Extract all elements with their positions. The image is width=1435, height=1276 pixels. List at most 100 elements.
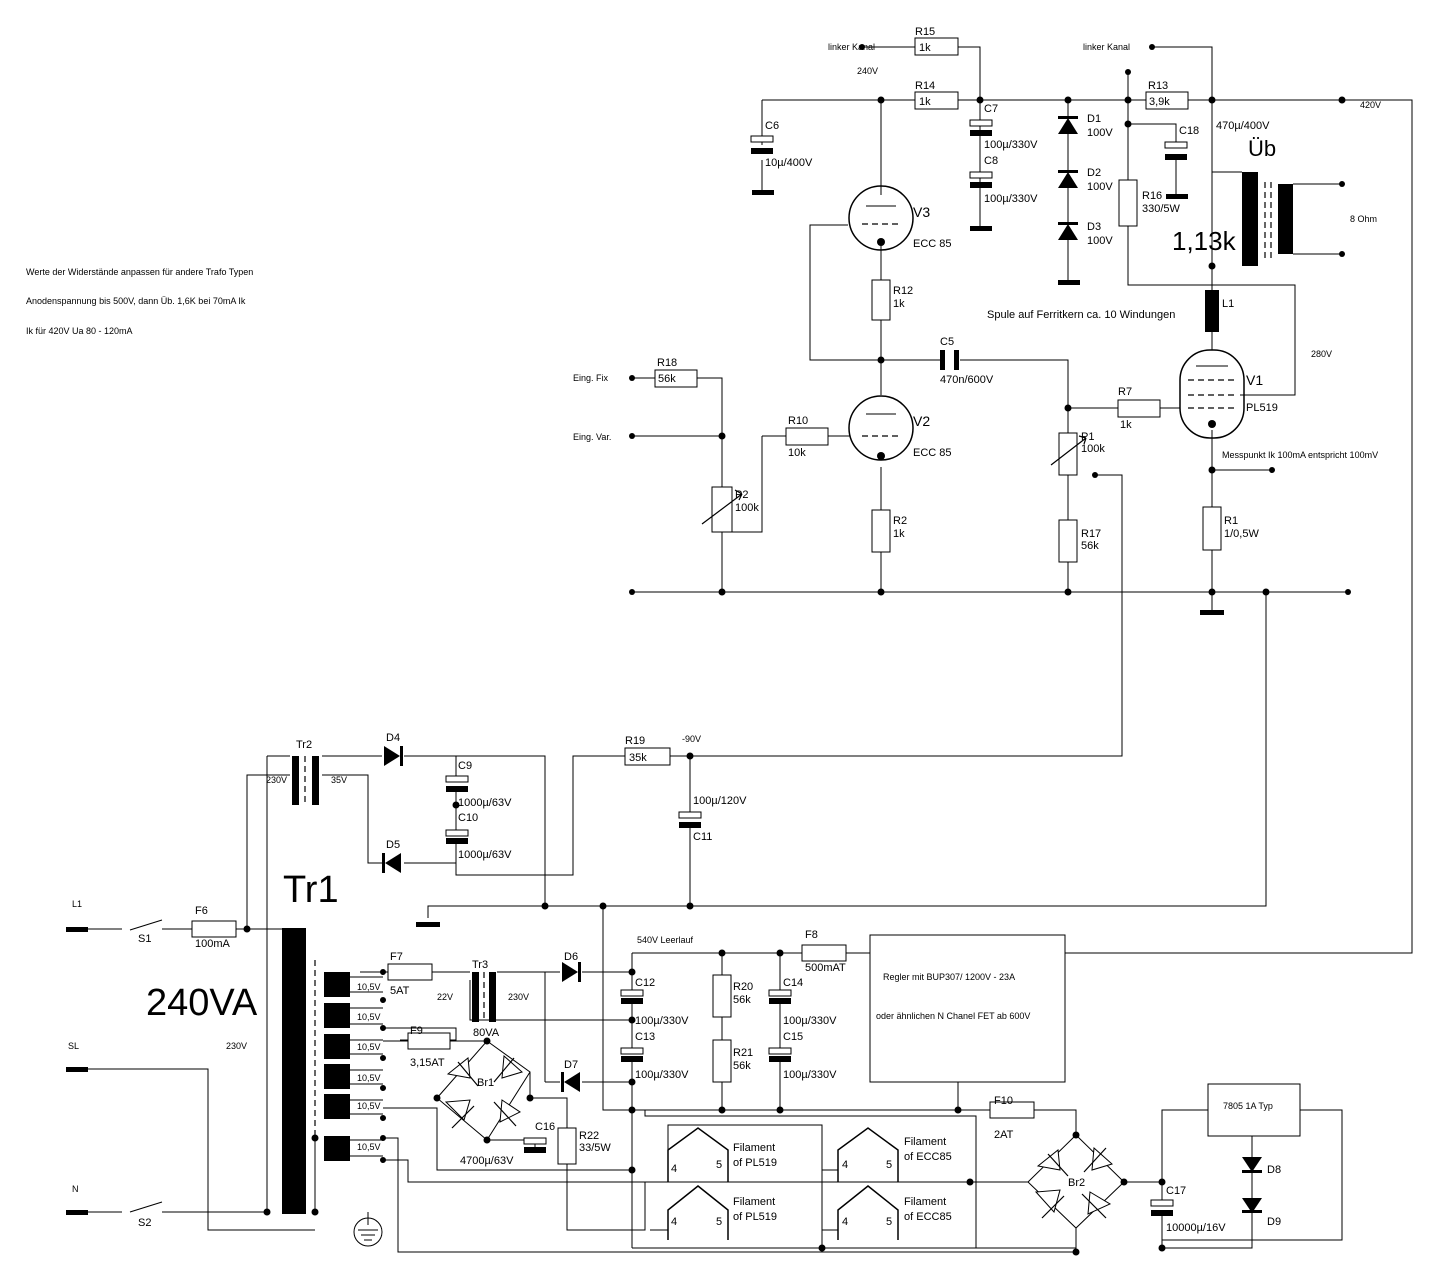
svg-text:V2: V2 bbox=[913, 413, 930, 429]
transformer-tr1 bbox=[282, 928, 383, 1214]
svg-text:56k: 56k bbox=[1081, 540, 1099, 552]
svg-text:10,5V: 10,5V bbox=[357, 1042, 381, 1052]
svg-text:C12: C12 bbox=[635, 977, 655, 989]
svg-text:C6: C6 bbox=[765, 120, 779, 132]
svg-text:of ECC85: of ECC85 bbox=[904, 1151, 952, 1163]
fuse-f6 bbox=[191, 920, 237, 938]
svg-text:2AT: 2AT bbox=[994, 1129, 1014, 1141]
svg-text:4700µ/63V: 4700µ/63V bbox=[460, 1155, 514, 1167]
svg-text:C10: C10 bbox=[458, 812, 478, 824]
svg-text:R15: R15 bbox=[915, 26, 935, 38]
svg-text:-90V: -90V bbox=[682, 734, 701, 744]
svg-text:R7: R7 bbox=[1118, 386, 1132, 398]
svg-text:Br2: Br2 bbox=[1068, 1177, 1085, 1189]
svg-text:3,15AT: 3,15AT bbox=[410, 1057, 445, 1069]
svg-text:100mA: 100mA bbox=[195, 938, 231, 950]
svg-text:C11: C11 bbox=[693, 831, 712, 843]
output-transformer bbox=[1242, 172, 1293, 266]
svg-text:10,5V: 10,5V bbox=[357, 982, 381, 992]
svg-text:linker Kanal: linker Kanal bbox=[1083, 42, 1130, 52]
svg-text:100µ/330V: 100µ/330V bbox=[783, 1015, 837, 1027]
svg-text:10µ/400V: 10µ/400V bbox=[765, 157, 813, 169]
svg-text:4: 4 bbox=[842, 1216, 848, 1228]
svg-text:R17: R17 bbox=[1081, 528, 1101, 540]
svg-text:V1: V1 bbox=[1246, 372, 1263, 388]
svg-text:3,9k: 3,9k bbox=[1149, 96, 1170, 108]
svg-text:D6: D6 bbox=[564, 951, 578, 963]
svg-text:D8: D8 bbox=[1267, 1164, 1281, 1176]
svg-text:Filament: Filament bbox=[733, 1142, 775, 1154]
resistor-r7 bbox=[1117, 399, 1161, 418]
svg-text:Tr2: Tr2 bbox=[296, 739, 312, 751]
svg-text:Regler mit BUP307/ 1200V - 23A: Regler mit BUP307/ 1200V - 23A bbox=[883, 972, 1015, 982]
resistors bbox=[191, 37, 1222, 1165]
svg-text:S1: S1 bbox=[138, 933, 151, 945]
svg-text:P1: P1 bbox=[1081, 431, 1094, 443]
svg-text:1k: 1k bbox=[893, 528, 905, 540]
resistor-r21 bbox=[712, 1039, 732, 1083]
resistor-r16 bbox=[1118, 179, 1138, 227]
fuse-f8 bbox=[801, 944, 847, 962]
svg-text:D4: D4 bbox=[386, 732, 400, 744]
svg-text:R12: R12 bbox=[893, 285, 913, 297]
resistor-r13 bbox=[1145, 91, 1189, 110]
fuse-f9 bbox=[407, 1032, 451, 1050]
svg-text:Filament: Filament bbox=[733, 1196, 775, 1208]
svg-text:100V: 100V bbox=[1087, 127, 1113, 139]
svg-text:SL: SL bbox=[68, 1041, 79, 1051]
capacitors bbox=[445, 119, 1188, 1216]
note-2: Anodenspannung bis 500V, dann Üb. 1,6K b… bbox=[26, 296, 246, 306]
tr1-label: Tr1 bbox=[283, 869, 339, 911]
svg-text:Spule auf Ferritkern ca. 10 Wi: Spule auf Ferritkern ca. 10 Windungen bbox=[987, 309, 1175, 321]
svg-text:80VA: 80VA bbox=[473, 1027, 500, 1039]
svg-text:56k: 56k bbox=[658, 373, 676, 385]
svg-text:F7: F7 bbox=[390, 951, 403, 963]
note-3: Ik für 420V Ua 80 - 120mA bbox=[26, 326, 133, 336]
svg-text:10000µ/16V: 10000µ/16V bbox=[1166, 1222, 1226, 1234]
svg-text:Eing. Fix: Eing. Fix bbox=[573, 373, 609, 383]
svg-text:C5: C5 bbox=[940, 336, 954, 348]
svg-text:S2: S2 bbox=[138, 1217, 151, 1229]
resistor-r2 bbox=[871, 509, 891, 553]
svg-text:of ECC85: of ECC85 bbox=[904, 1211, 952, 1223]
svg-text:540V Leerlauf: 540V Leerlauf bbox=[637, 935, 694, 945]
svg-text:C15: C15 bbox=[783, 1031, 803, 1043]
svg-text:10k: 10k bbox=[788, 447, 806, 459]
svg-text:F10: F10 bbox=[994, 1095, 1013, 1107]
svg-text:100V: 100V bbox=[1087, 235, 1113, 247]
svg-text:100µ/330V: 100µ/330V bbox=[635, 1015, 689, 1027]
fuse-f7 bbox=[387, 963, 433, 981]
earth-ground-icon bbox=[353, 1212, 383, 1247]
svg-text:R21: R21 bbox=[733, 1047, 753, 1059]
svg-text:C9: C9 bbox=[458, 760, 472, 772]
svg-text:C14: C14 bbox=[783, 977, 803, 989]
svg-text:C8: C8 bbox=[984, 155, 998, 167]
svg-text:230V: 230V bbox=[508, 992, 529, 1002]
svg-text:D9: D9 bbox=[1267, 1216, 1281, 1228]
ub-label: Üb bbox=[1248, 136, 1276, 161]
svg-text:100k: 100k bbox=[1081, 443, 1105, 455]
svg-text:1k: 1k bbox=[919, 96, 931, 108]
svg-text:5AT: 5AT bbox=[390, 985, 410, 997]
svg-text:10,5V: 10,5V bbox=[357, 1073, 381, 1083]
svg-text:100µ/330V: 100µ/330V bbox=[635, 1069, 689, 1081]
svg-text:D1: D1 bbox=[1087, 113, 1101, 125]
resistor-p1 bbox=[1058, 432, 1078, 476]
svg-text:100µ/330V: 100µ/330V bbox=[783, 1069, 837, 1081]
svg-text:R10: R10 bbox=[788, 415, 808, 427]
svg-text:R22: R22 bbox=[579, 1130, 599, 1142]
svg-text:240V: 240V bbox=[857, 66, 878, 76]
svg-text:F8: F8 bbox=[805, 929, 818, 941]
svg-text:4: 4 bbox=[842, 1159, 848, 1171]
svg-text:5: 5 bbox=[886, 1216, 892, 1228]
svg-text:F9: F9 bbox=[410, 1025, 423, 1037]
transformer-tr2 bbox=[292, 756, 319, 805]
svg-text:56k: 56k bbox=[733, 994, 751, 1006]
tube-v3 bbox=[848, 185, 914, 251]
svg-text:L1: L1 bbox=[1222, 298, 1234, 310]
svg-text:D3: D3 bbox=[1087, 221, 1101, 233]
svg-text:R1: R1 bbox=[1224, 515, 1238, 527]
svg-text:1k: 1k bbox=[919, 42, 931, 54]
svg-text:R2: R2 bbox=[893, 515, 907, 527]
